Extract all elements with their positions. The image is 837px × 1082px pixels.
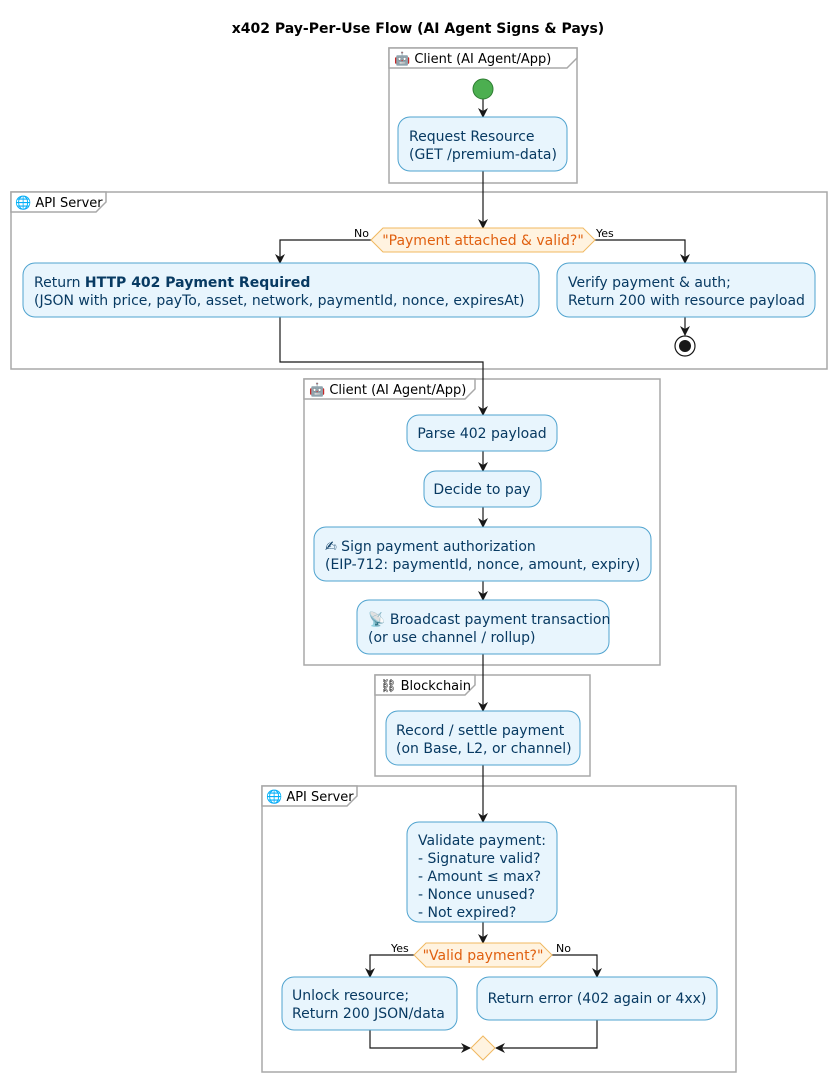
activity-validate-payment: Validate payment: - Signature valid? - A… bbox=[406, 821, 558, 923]
flow-arrow bbox=[495, 1020, 598, 1053]
svg-text:"Valid payment?": "Valid payment?" bbox=[423, 948, 544, 964]
flow-arrow-no bbox=[552, 954, 602, 978]
svg-text:Record / settle payment: Record / settle payment (on Base, L2, or… bbox=[396, 723, 572, 757]
svg-text:Validate payment: - Sign: Validate payment: - Signature valid? - A… bbox=[418, 833, 550, 921]
activity-decide-to-pay: Decide to pay bbox=[423, 470, 542, 508]
partition-label: ⛓ Blockchain bbox=[380, 678, 471, 694]
partition-client-2: 🤖 Client (AI Agent/App) bbox=[303, 378, 661, 666]
svg-text:✍ Sign payment authorization: ✍ Sign payment authorization (EIP-712: p… bbox=[325, 539, 640, 573]
branch-label-yes: Yes bbox=[390, 942, 409, 955]
decision-valid-payment: "Valid payment?" Yes No bbox=[390, 942, 571, 968]
svg-text:Return HTTP 402 Payment Requir: Return HTTP 402 Payment Required (JSON w… bbox=[34, 275, 525, 309]
partition-server-1: 🌐 API Server bbox=[10, 191, 828, 370]
flow-arrow bbox=[369, 1030, 471, 1053]
end-node bbox=[674, 335, 696, 357]
merge-node bbox=[470, 1035, 496, 1061]
partition-label: 🌐 API Server bbox=[15, 195, 103, 211]
flow-lines bbox=[275, 99, 690, 1053]
svg-text:📡 Broadcast payment transacti: 📡 Broadcast payment transaction (or use … bbox=[368, 610, 615, 646]
activity-verify-payment: Verify payment & auth; Return 200 with r… bbox=[556, 262, 816, 318]
activity-unlock-resource: Unlock resource; Return 200 JSON/data bbox=[281, 976, 458, 1031]
activity-sign-authorization: ✍ Sign payment authorization (EIP-712: p… bbox=[313, 526, 652, 582]
svg-text:"Payment attached & valid?": "Payment attached & valid?" bbox=[382, 233, 584, 249]
partition-server-2: 🌐 API Server bbox=[261, 785, 737, 1073]
activity-return-error: Return error (402 again or 4xx) bbox=[476, 976, 718, 1021]
activity-request-resource: Request Resource (GET /premium-data) bbox=[397, 116, 568, 172]
branch-label-yes: Yes bbox=[595, 227, 614, 240]
svg-text:Decide to pay: Decide to pay bbox=[433, 482, 530, 498]
svg-text:Parse 402 payload: Parse 402 payload bbox=[417, 426, 546, 442]
start-node bbox=[472, 78, 494, 100]
activity-return-402: Return HTTP 402 Payment Required (JSON w… bbox=[22, 262, 540, 318]
svg-text:Request Resource (GET /p: Request Resource (GET /premium-data) bbox=[409, 129, 557, 163]
partition-label: 🌐 API Server bbox=[266, 789, 354, 805]
activity-record-settle: Record / settle payment (on Base, L2, or… bbox=[385, 710, 581, 766]
svg-text:Return error (402 again or 4xx: Return error (402 again or 4xx) bbox=[488, 991, 707, 1007]
partition-label: 🤖 Client (AI Agent/App) bbox=[309, 382, 466, 398]
branch-label-no: No bbox=[354, 227, 369, 240]
flow-arrow-no bbox=[275, 239, 371, 264]
diagram-title: x402 Pay-Per-Use Flow (AI Agent Signs & … bbox=[232, 21, 604, 37]
svg-text:Verify payment & auth; R: Verify payment & auth; Return 200 with r… bbox=[568, 275, 805, 309]
activity-parse-402: Parse 402 payload bbox=[406, 414, 558, 452]
branch-label-no: No bbox=[556, 942, 571, 955]
flow-arrow-yes bbox=[365, 954, 414, 978]
activity-broadcast-transaction: 📡 Broadcast payment transaction (or use … bbox=[356, 599, 615, 655]
partition-label: 🤖 Client (AI Agent/App) bbox=[394, 51, 551, 67]
svg-text:Unlock resource; Return: Unlock resource; Return 200 JSON/data bbox=[292, 988, 445, 1022]
flow-arrow bbox=[279, 317, 488, 416]
flow-arrow-yes bbox=[595, 239, 690, 264]
decision-payment-attached: "Payment attached & valid?" No Yes bbox=[354, 227, 614, 253]
